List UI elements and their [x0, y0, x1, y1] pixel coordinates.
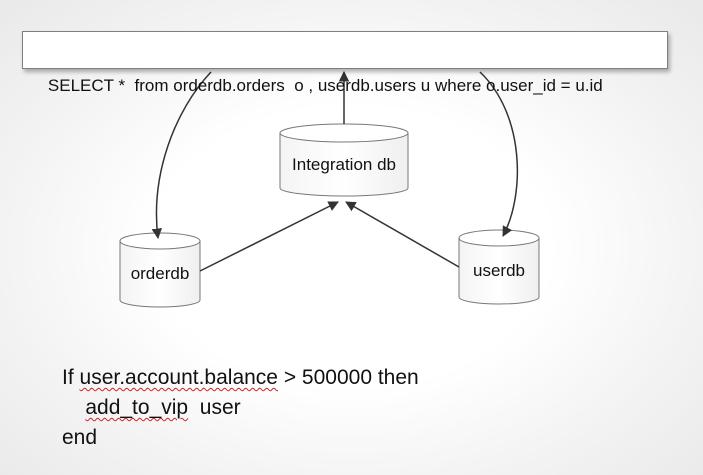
code-line-1: If user.account.balance > 500000 then	[62, 363, 419, 393]
curve-query-to-orderdb	[151, 71, 212, 240]
code-add-to-vip-call: add_to_vip	[85, 396, 189, 419]
code-indent	[62, 396, 85, 419]
code-line-3: end	[62, 426, 98, 449]
code-balance-expression: user.account.balance	[79, 366, 278, 389]
orderdb-cylinder	[119, 232, 201, 308]
sql-query-text: SELECT * from orderdb.orders o , userdb.…	[47, 76, 603, 95]
integration-db-label: Integration db	[292, 155, 396, 174]
curve-query-to-userdb	[479, 71, 519, 237]
userdb-cylinder	[458, 229, 540, 305]
code-condition-rest: > 500000 then	[278, 366, 419, 389]
code-line-2: add_to_vip user	[62, 393, 241, 423]
arrow-userdb-to-integration	[345, 201, 460, 268]
code-call-argument: user	[188, 396, 241, 419]
orderdb-label: orderdb	[130, 264, 190, 283]
userdb-label: userdb	[473, 261, 525, 280]
arrow-orderdb-to-integration	[199, 201, 339, 272]
sql-query-box: SELECT * from orderdb.orders o , userdb.…	[22, 31, 668, 95]
code-if-keyword: If	[62, 366, 80, 389]
